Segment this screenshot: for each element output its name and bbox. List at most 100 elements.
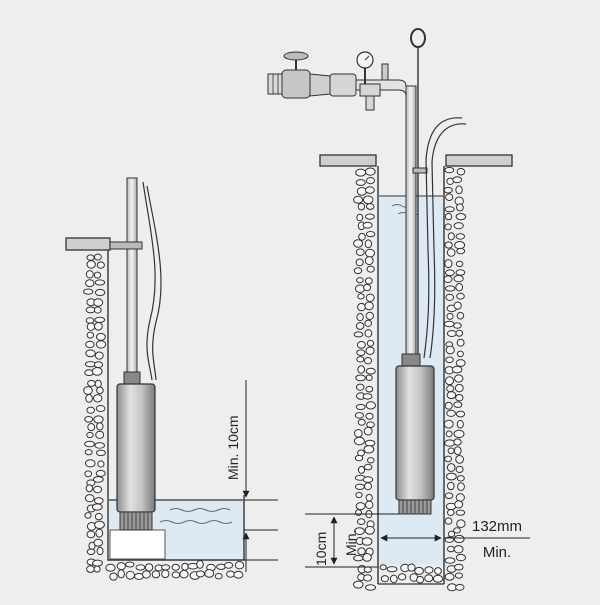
stone-shape xyxy=(85,349,96,358)
stone-shape xyxy=(356,518,366,525)
stone-shape xyxy=(444,572,455,581)
stone-shape xyxy=(161,569,170,579)
stone-shape xyxy=(144,563,154,572)
stone-shape xyxy=(454,241,466,250)
stone-shape xyxy=(181,562,189,571)
stone-shape xyxy=(84,494,95,503)
stone-shape xyxy=(445,356,454,364)
stone-shape xyxy=(456,519,466,529)
left-cable xyxy=(142,181,156,381)
stone-shape xyxy=(179,569,189,579)
stone-shape xyxy=(445,269,455,277)
stone-shape xyxy=(363,283,372,292)
stone-shape xyxy=(116,562,126,571)
stone-shape xyxy=(356,213,364,222)
stone-shape xyxy=(364,167,376,176)
right-diameter-dimension: 132mm Min. xyxy=(380,518,530,561)
stone-shape xyxy=(151,570,161,579)
stone-shape xyxy=(84,416,94,423)
stone-shape xyxy=(85,279,95,288)
stone-shape xyxy=(455,233,465,240)
stone-shape xyxy=(446,463,456,472)
stone-shape xyxy=(95,405,106,412)
stone-shape xyxy=(364,319,373,327)
left-top-slab xyxy=(65,237,111,251)
stone-shape xyxy=(355,502,366,511)
stone-shape xyxy=(365,412,374,420)
stone-shape xyxy=(365,500,374,509)
stone-shape xyxy=(365,584,376,591)
stone-shape xyxy=(93,306,102,314)
stone-shape xyxy=(357,547,366,556)
stone-shape xyxy=(444,517,453,525)
stone-shape xyxy=(85,459,96,468)
stone-shape xyxy=(93,298,104,307)
stone-shape xyxy=(446,472,457,481)
stone-shape xyxy=(354,454,364,462)
stone-shape xyxy=(364,357,372,365)
stone-shape xyxy=(446,312,454,320)
left-stone-wall xyxy=(83,253,245,581)
stone-shape xyxy=(94,316,106,323)
stone-shape xyxy=(363,426,373,436)
left-min-depth-dimension: Min. 10cm xyxy=(225,380,278,572)
stone-shape xyxy=(353,267,363,275)
stone-shape xyxy=(93,361,104,369)
stone-shape xyxy=(84,449,93,456)
stone-shape xyxy=(447,447,455,455)
stone-shape xyxy=(434,567,442,575)
stone-shape xyxy=(84,470,93,478)
stone-shape xyxy=(365,401,376,410)
stone-shape xyxy=(444,212,453,221)
stone-shape xyxy=(161,564,171,571)
stone-shape xyxy=(233,570,244,579)
stone-shape xyxy=(125,561,135,568)
stone-shape xyxy=(94,442,105,449)
stone-shape xyxy=(455,509,466,516)
left-pump-body xyxy=(116,383,156,513)
stone-shape xyxy=(444,166,455,174)
stone-shape xyxy=(363,463,373,471)
stone-shape xyxy=(445,193,454,201)
stone-shape xyxy=(446,330,457,337)
stone-shape xyxy=(224,561,234,569)
stone-shape xyxy=(83,288,94,295)
stone-shape xyxy=(355,258,364,267)
stone-shape xyxy=(95,528,104,538)
stone-shape xyxy=(363,445,375,454)
stone-shape xyxy=(364,277,373,285)
stone-shape xyxy=(91,367,103,376)
stone-shape xyxy=(365,311,374,320)
stone-shape xyxy=(364,239,373,249)
stone-shape xyxy=(453,446,462,456)
stone-shape xyxy=(414,566,425,575)
stone-shape xyxy=(94,497,104,505)
stone-shape xyxy=(86,322,96,331)
stone-shape xyxy=(451,365,463,374)
stone-shape xyxy=(443,275,453,284)
stone-shape xyxy=(96,261,105,269)
stone-shape xyxy=(105,563,116,572)
stone-shape xyxy=(234,561,245,570)
stone-shape xyxy=(424,574,434,583)
stone-shape xyxy=(455,493,465,502)
stone-shape xyxy=(353,429,363,438)
stone-shape xyxy=(455,359,466,367)
stone-shape xyxy=(109,572,118,581)
stone-shape xyxy=(454,383,464,393)
stone-shape xyxy=(443,320,455,328)
stone-shape xyxy=(355,383,365,391)
left-min-10cm-label: Min. 10cm xyxy=(225,415,241,480)
stone-shape xyxy=(407,563,416,572)
stone-shape xyxy=(93,565,101,573)
stone-shape xyxy=(85,340,95,349)
stone-shape xyxy=(445,293,455,301)
stone-shape xyxy=(455,455,465,464)
stone-shape xyxy=(95,340,107,349)
stone-shape xyxy=(380,575,389,583)
stone-shape xyxy=(424,566,434,574)
stone-shape xyxy=(93,485,102,494)
stone-shape xyxy=(357,418,366,426)
stone-shape xyxy=(356,277,364,284)
stone-shape xyxy=(453,401,463,409)
